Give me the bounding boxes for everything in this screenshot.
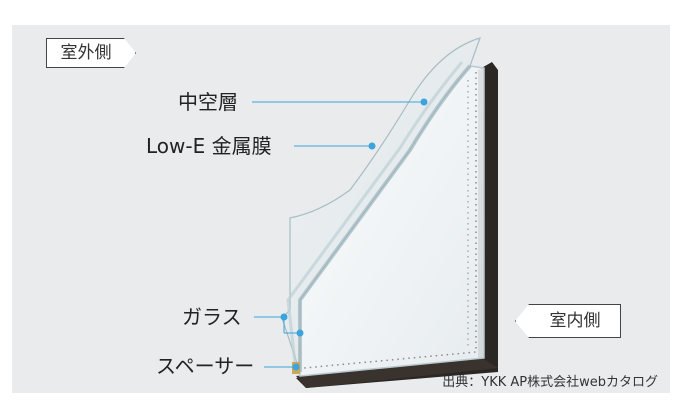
leader-dot xyxy=(296,329,304,337)
spacer-label: スペーサー xyxy=(156,354,255,378)
source-credit: 出典：YKK AP株式会社webカタログ xyxy=(442,375,658,390)
outdoor-side-label: 室外側 xyxy=(60,42,112,63)
indoor-side-tag: 室内側 xyxy=(515,304,621,338)
leader-dot xyxy=(420,98,428,106)
air-layer-label: 中空層 xyxy=(178,90,238,114)
leader-dot xyxy=(292,363,300,371)
frame-bottom xyxy=(296,358,498,388)
indoor-side-label: 室内側 xyxy=(549,310,601,331)
leader-dot xyxy=(280,313,288,321)
glass-edge xyxy=(286,61,464,373)
glass-edge xyxy=(298,64,472,372)
leader-dot xyxy=(368,142,376,150)
glass-label: ガラス xyxy=(182,305,242,329)
low-e-label: Low-E 金属膜 xyxy=(146,134,272,158)
outdoor-side-tag: 室外側 xyxy=(46,38,136,68)
